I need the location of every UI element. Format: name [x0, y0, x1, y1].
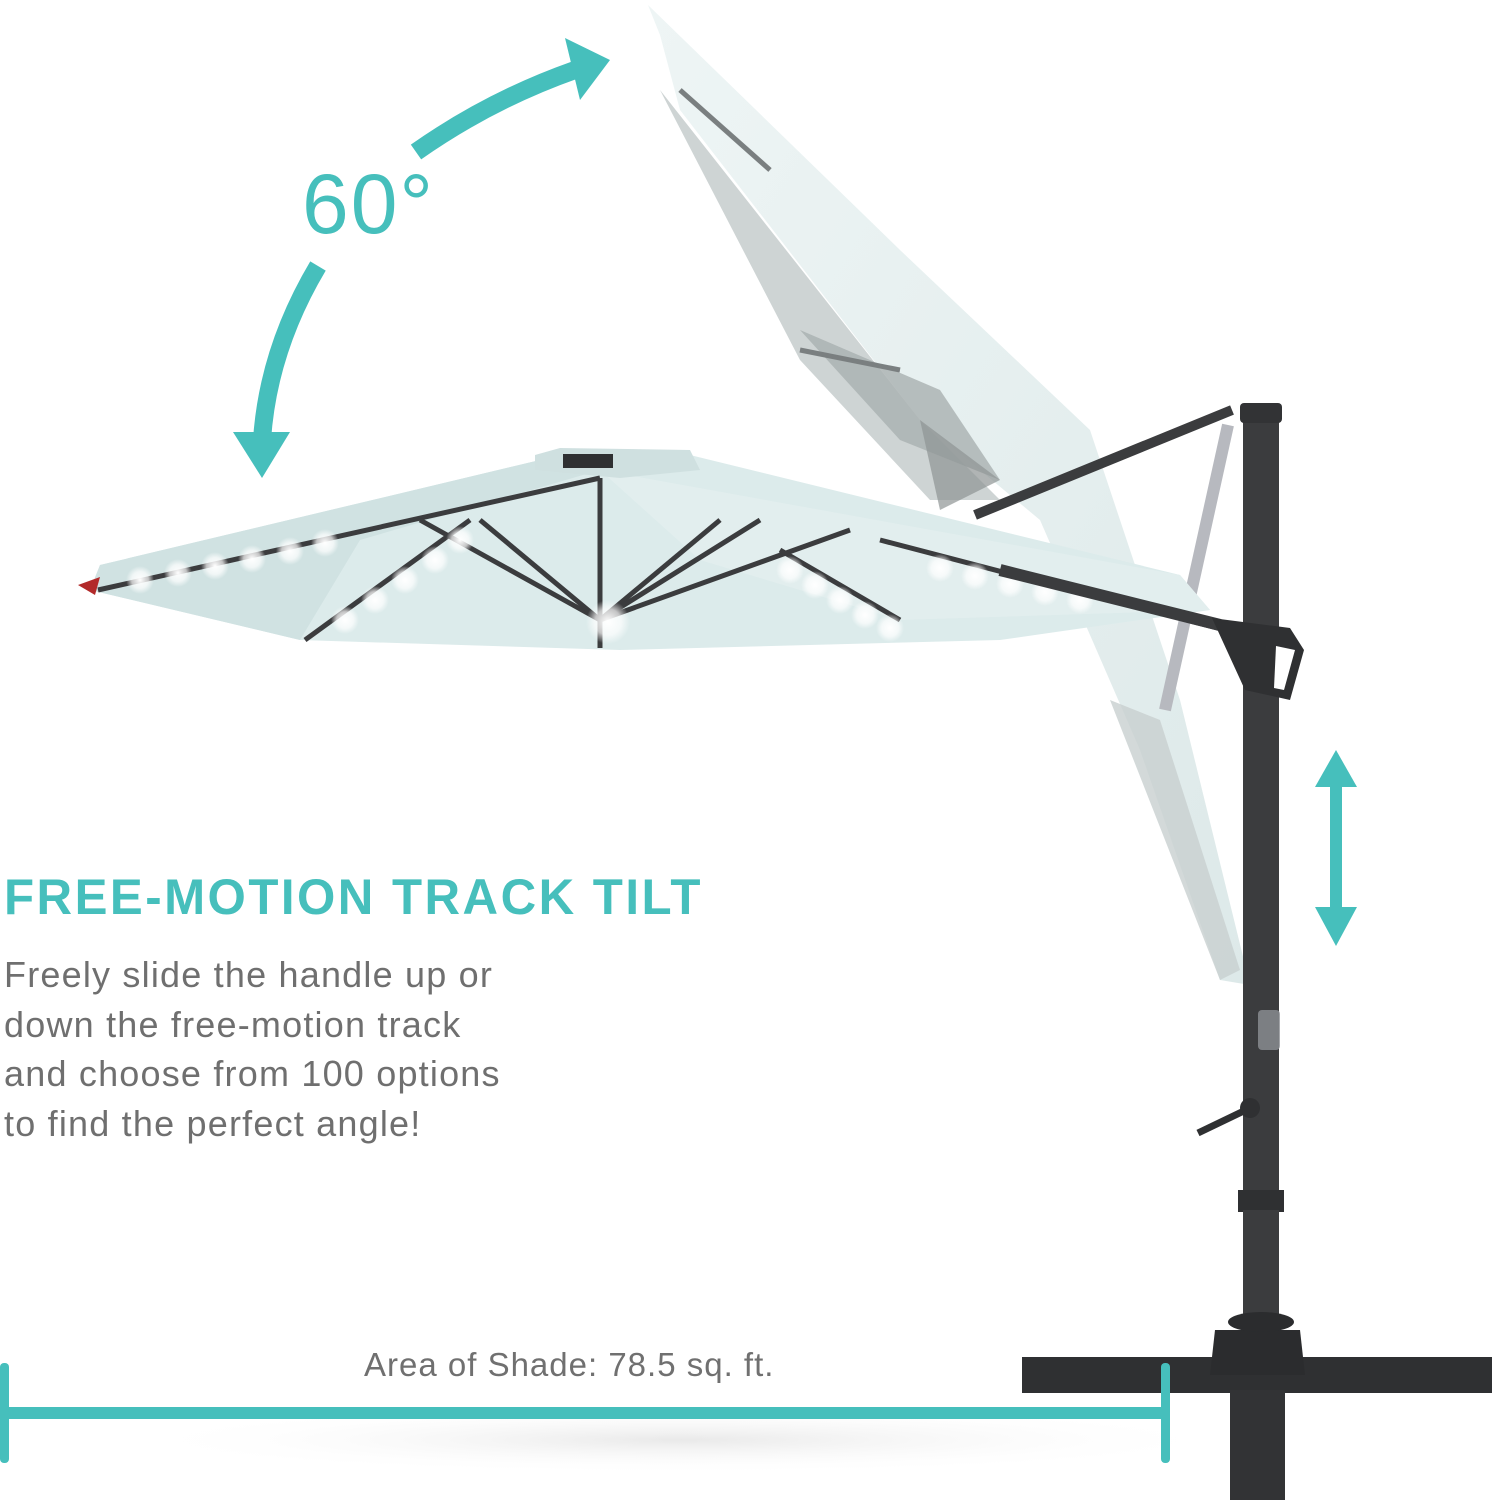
tilted-canopy	[648, 5, 1250, 985]
ground-shadow	[120, 1406, 1240, 1474]
slide-arrow	[1315, 750, 1357, 946]
tilt-angle-label: 60°	[302, 157, 436, 251]
description-line: to find the perfect angle!	[4, 1102, 422, 1144]
feature-headline: FREE-MOTION TRACK TILT	[4, 869, 703, 925]
upper-arm	[973, 405, 1234, 520]
lower-arm	[998, 564, 1222, 631]
tilt-arc-arrows	[253, 61, 578, 441]
arc-arrowhead-up	[565, 38, 610, 100]
tilt-handle	[1212, 618, 1304, 700]
feature-description: Freely slide the handle up or down the f…	[4, 950, 624, 1148]
description-line: down the free-motion track	[4, 1003, 462, 1045]
support-strut	[1159, 423, 1234, 712]
description-line: and choose from 100 options	[4, 1053, 501, 1094]
shade-measure-bar	[0, 1363, 1170, 1463]
arc-arrowhead-down	[233, 432, 290, 478]
cross-base	[1022, 1312, 1492, 1500]
crank	[1196, 1098, 1260, 1137]
pole	[1243, 405, 1279, 1195]
solar-panel	[563, 454, 613, 468]
shade-area-label: Area of Shade: 78.5 sq. ft.	[364, 1346, 775, 1383]
description-line: Freely slide the handle up or	[4, 954, 494, 995]
